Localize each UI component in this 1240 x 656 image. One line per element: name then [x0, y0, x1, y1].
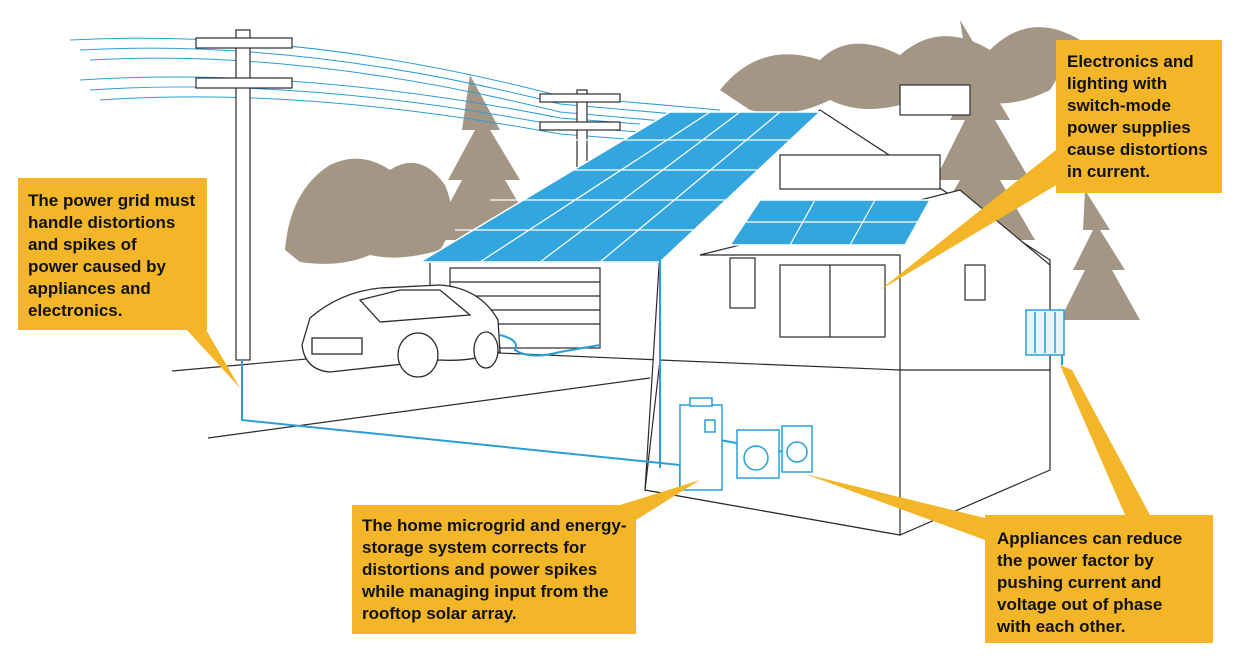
electronics-callout: Electronics and lighting with switch-mod…: [1056, 40, 1222, 193]
trees: [285, 20, 1140, 362]
appliances-callout: Appliances can reduce the power factor b…: [985, 515, 1213, 643]
solar-grid-lines: [455, 111, 918, 263]
outdoor-hvac-unit: [1025, 309, 1065, 356]
electric-car: [301, 284, 501, 378]
callout-pointers: [185, 150, 1150, 540]
microgrid-callout: The home microgrid and energy- storage s…: [352, 505, 636, 634]
energy-storage-unit: [679, 397, 723, 491]
washer-dryer: [736, 425, 813, 479]
power-lines: [69, 37, 721, 141]
grid-callout: The power grid must handle distortions a…: [18, 178, 207, 330]
